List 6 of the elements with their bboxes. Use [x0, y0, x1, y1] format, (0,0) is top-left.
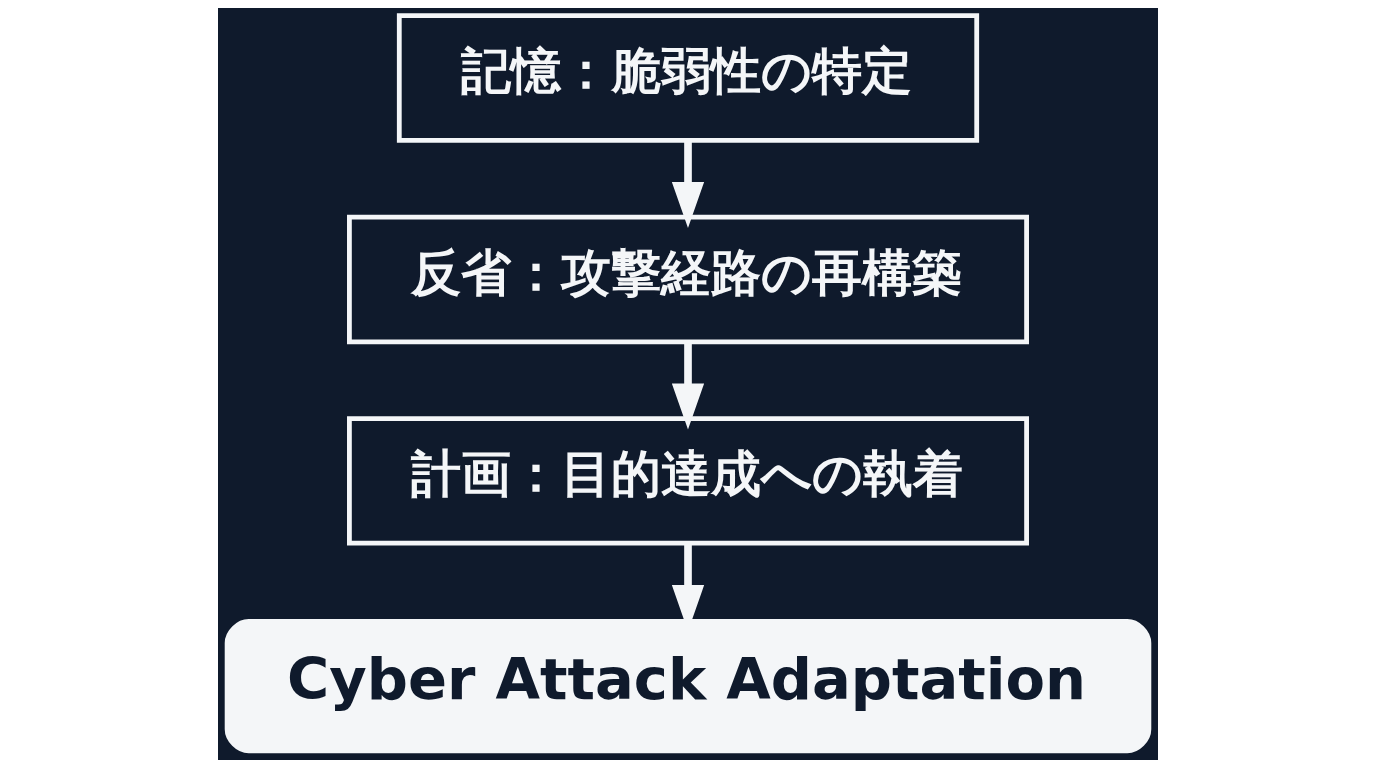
arrow — [671, 342, 705, 430]
node-box: 計画：目的達成への執着 — [347, 416, 1029, 546]
arrow — [671, 140, 705, 229]
node-box: 反省：攻撃経路の再構築 — [347, 214, 1029, 345]
node-box: Cyber Attack Adaptation — [224, 619, 1152, 754]
node-box: 記憶：脆弱性の特定 — [396, 13, 980, 143]
